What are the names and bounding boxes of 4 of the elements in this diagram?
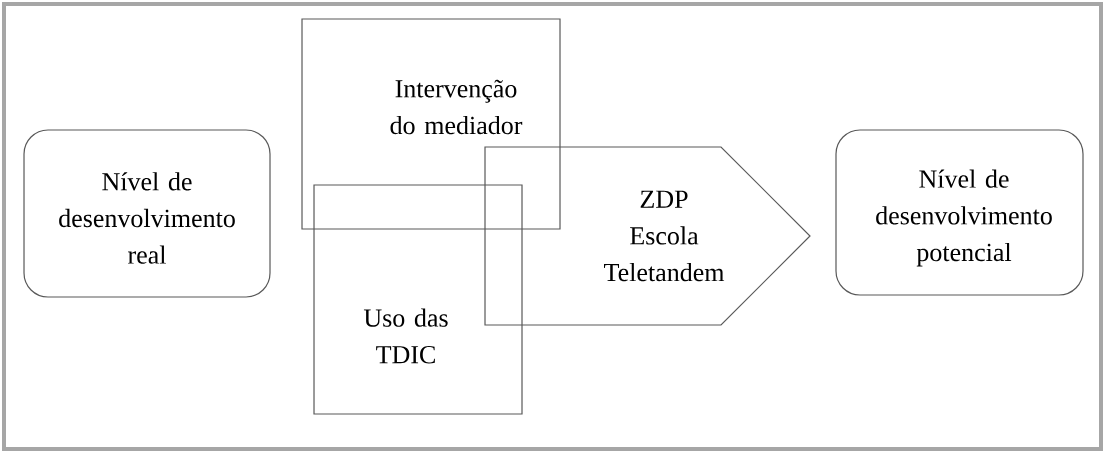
rounded-box: Nível de desenvolvimento real [23, 129, 271, 298]
process-box: Intervenção do mediador [301, 18, 561, 230]
process-box: Uso das TDIC [313, 184, 523, 415]
rounded-box: Nível de desenvolvimento potencial [835, 129, 1084, 296]
